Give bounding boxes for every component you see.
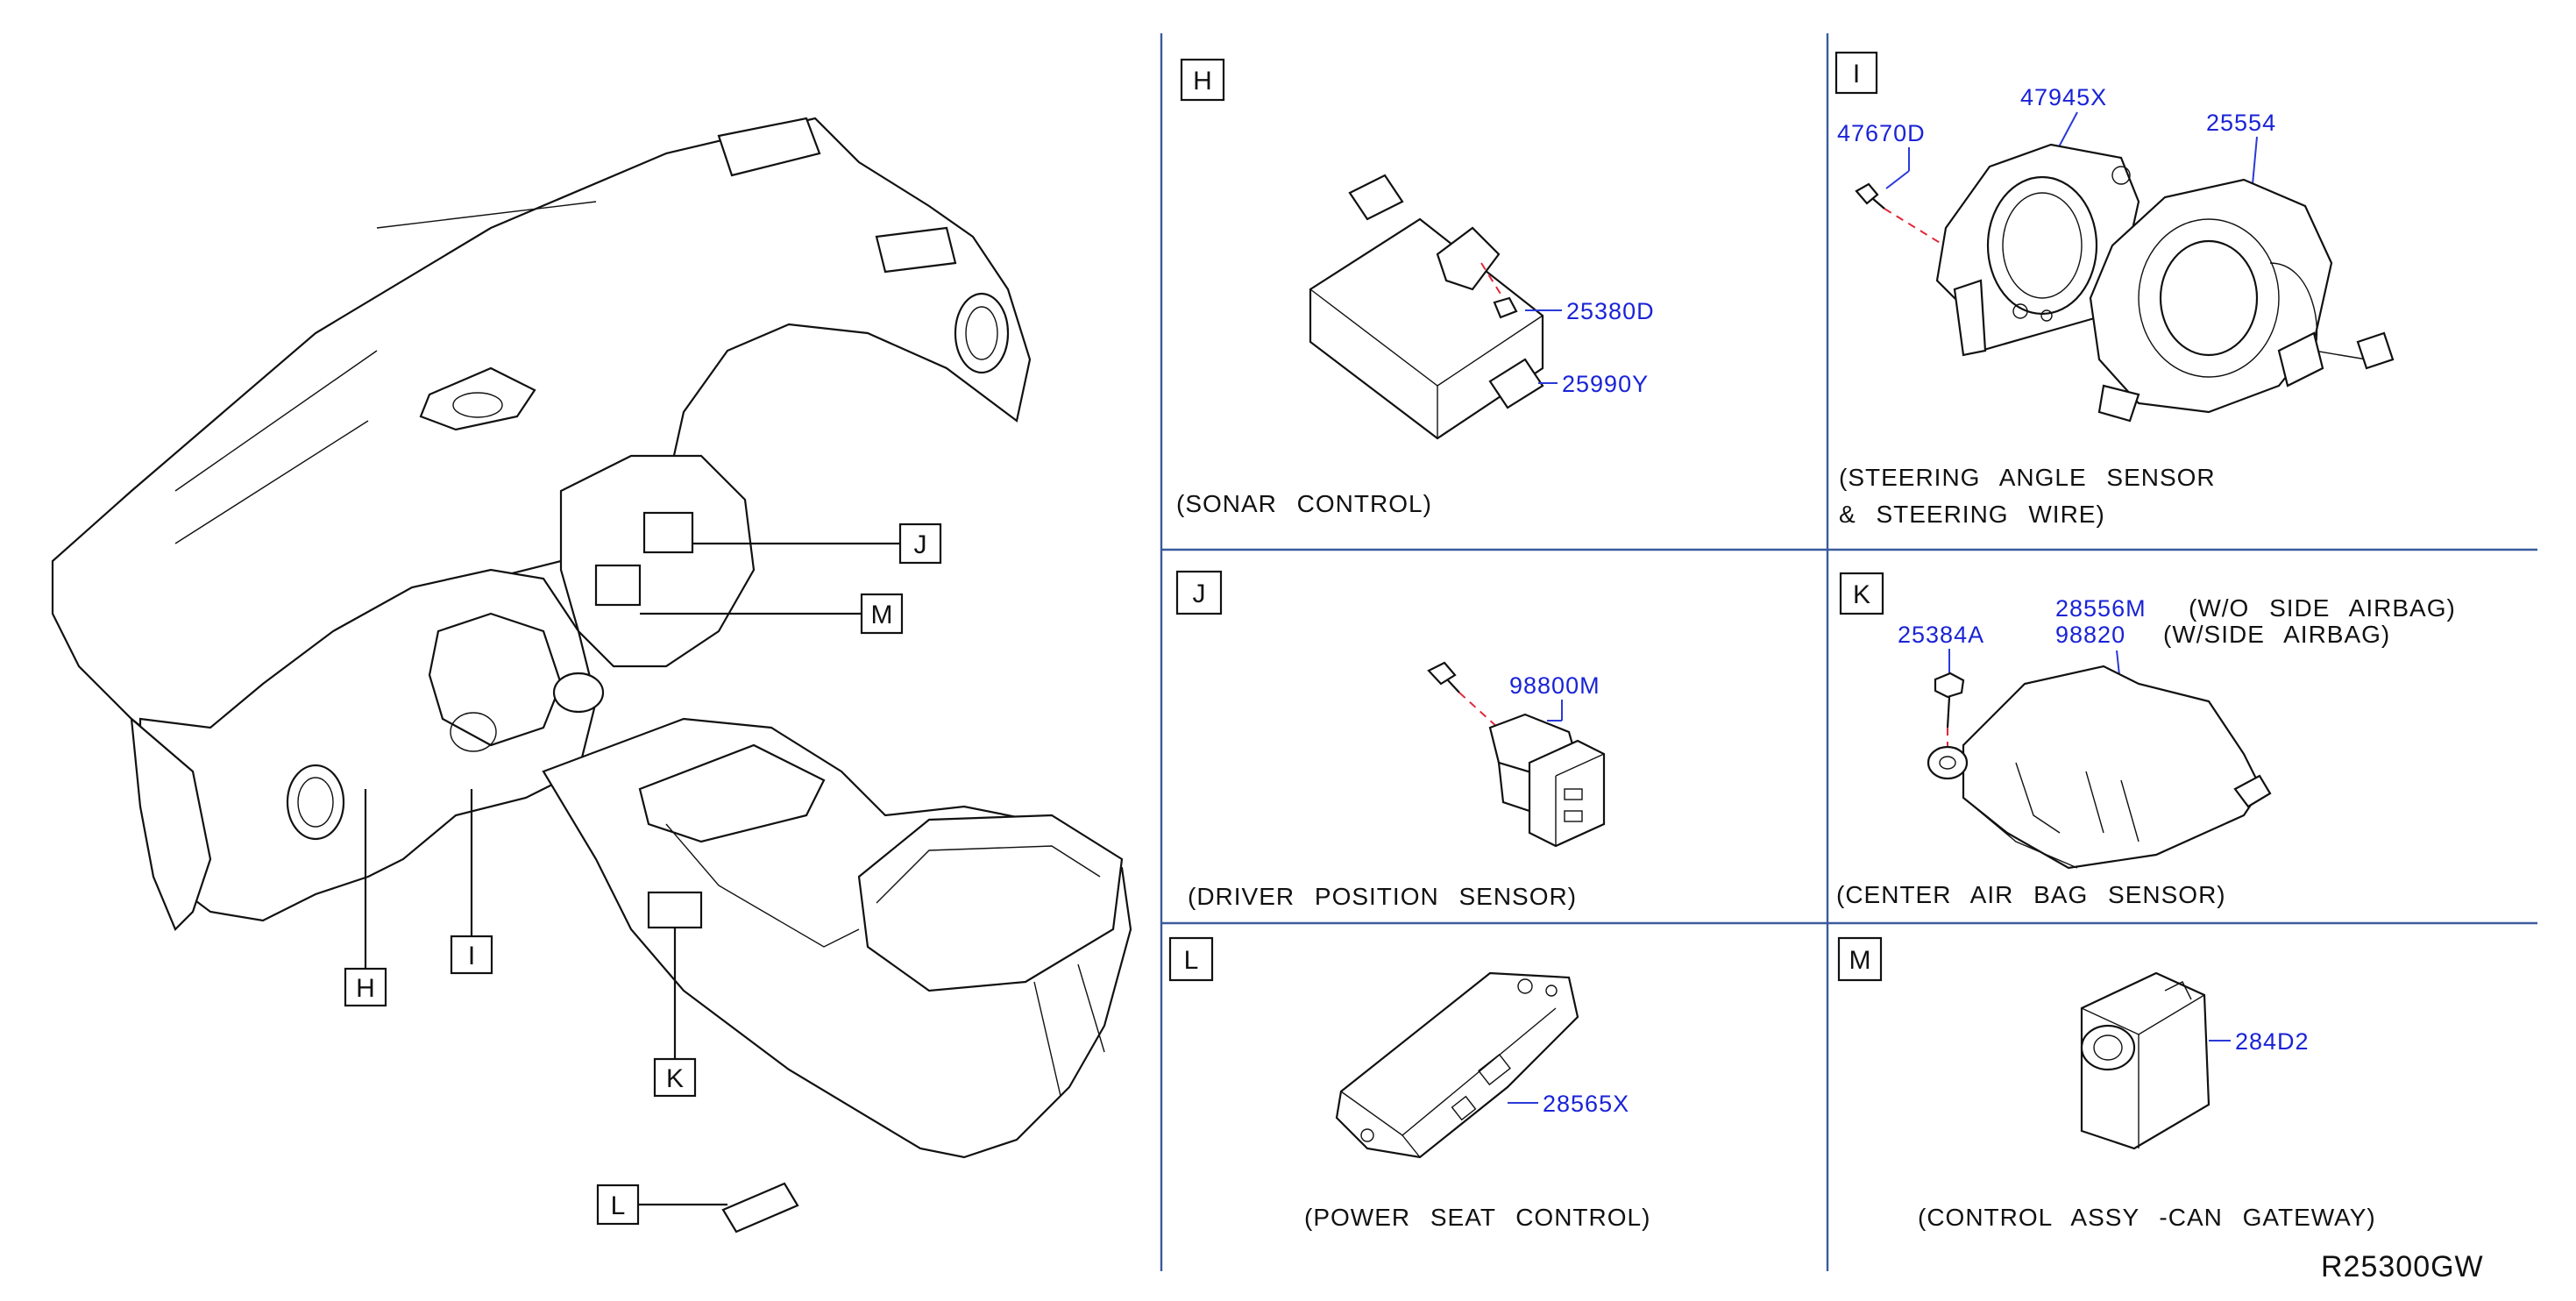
panel-j-caption: (DRIVER POSITION SENSOR)	[1188, 883, 1577, 910]
callout-l-label: L	[611, 1191, 626, 1220]
panel-k-letter-box	[1839, 572, 1884, 615]
part-47945x[interactable]: 47945X	[2020, 84, 2107, 110]
callout-k-label: K	[666, 1064, 684, 1093]
panel-j: J 98800M (DRIVER POSITION SENSOR)	[1175, 570, 1606, 910]
callout-k-box[interactable]	[653, 1057, 697, 1098]
panel-m-letter: M	[1849, 946, 1871, 975]
callout-i-label: I	[468, 942, 475, 970]
callout-i-box[interactable]	[450, 935, 493, 975]
part-47670d[interactable]: 47670D	[1837, 120, 1926, 146]
panel-k-caption: (CENTER AIR BAG SENSOR)	[1836, 881, 2226, 908]
sonar-control-module-illustration	[1309, 174, 1544, 440]
panel-h: H 25380D 25990Y (SONAR CONTROL)	[1176, 58, 1655, 517]
callout-m-label: M	[871, 601, 893, 629]
panel-l: L 28565X (POWER SEAT CONTROL)	[1168, 936, 1650, 1231]
steering-angle-sensor-illustration	[1935, 143, 2140, 357]
driver-position-sensor-illustration	[1488, 713, 1606, 848]
screw-47670d-illustration	[1855, 182, 1885, 210]
part-284d2[interactable]: 284D2	[2235, 1028, 2310, 1055]
panel-separators	[1160, 33, 2537, 1271]
panel-h-letter-box	[1180, 58, 1225, 102]
can-gateway-module-illustration	[2080, 971, 2211, 1150]
callout-j-label: J	[914, 530, 927, 559]
part-25554[interactable]: 25554	[2206, 110, 2276, 136]
callout-h-label: H	[356, 974, 375, 1003]
overview-part-k	[647, 891, 703, 929]
power-seat-control-module-illustration	[1335, 971, 1579, 1159]
overview-part-l	[721, 1182, 799, 1233]
panel-i-caption-line2: & STEERING WIRE)	[1839, 501, 2105, 528]
panel-m-letter-box	[1837, 936, 1883, 982]
screw-98800m-illustration	[1427, 661, 1460, 693]
panel-h-caption: (SONAR CONTROL)	[1176, 490, 1432, 517]
bolt-25384a-illustration	[1934, 672, 1965, 729]
panel-h-letter: H	[1193, 67, 1212, 96]
callout-m-box[interactable]	[860, 593, 904, 635]
panel-m-caption: (CONTROL ASSY -CAN GATEWAY)	[1918, 1204, 2376, 1231]
panel-k-note-w-side-airbag: (W/SIDE AIRBAG)	[2163, 621, 2390, 648]
panel-i: I 47670D 47945X 25554	[1834, 51, 2395, 528]
panel-k-note-wo-side-airbag: (W/O SIDE AIRBAG)	[2189, 594, 2456, 622]
part-98800m[interactable]: 98800M	[1509, 672, 1600, 699]
callout-j-box[interactable]	[898, 523, 942, 565]
part-28556m[interactable]: 28556M	[2055, 595, 2147, 622]
dashboard-overview-illustration	[51, 117, 1132, 1233]
panel-m: M 284D2 (CONTROL ASSY -CAN GATEWAY)	[1837, 936, 2376, 1231]
part-28565x[interactable]: 28565X	[1543, 1091, 1629, 1117]
overview-callouts: H I J M K L	[344, 523, 942, 1226]
callout-h-box[interactable]	[344, 967, 387, 1007]
panel-i-letter-box	[1834, 51, 1878, 95]
panel-k: K 28556M (W/O SIDE AIRBAG) 98820 (W/SIDE…	[1836, 572, 2456, 908]
panel-i-letter: I	[1853, 60, 1860, 89]
center-airbag-sensor-illustration	[1927, 665, 2272, 870]
diagram-reference-number: R25300GW	[2321, 1250, 2484, 1283]
callout-l-box[interactable]	[596, 1184, 640, 1226]
part-98820[interactable]: 98820	[2055, 622, 2125, 648]
panel-l-caption: (POWER SEAT CONTROL)	[1304, 1204, 1650, 1231]
part-25384a[interactable]: 25384A	[1898, 622, 1984, 648]
panel-l-letter: L	[1184, 946, 1199, 975]
panel-k-letter: K	[1853, 580, 1870, 609]
part-25990y[interactable]: 25990Y	[1562, 371, 1649, 397]
steering-wire-clock-spring-illustration	[2089, 178, 2395, 423]
panel-j-letter-box	[1175, 570, 1223, 615]
panel-i-caption-line1: (STEERING ANGLE SENSOR	[1839, 464, 2216, 491]
part-25380d[interactable]: 25380D	[1566, 298, 1655, 324]
panel-l-letter-box	[1168, 936, 1214, 982]
panel-j-letter: J	[1193, 579, 1206, 608]
